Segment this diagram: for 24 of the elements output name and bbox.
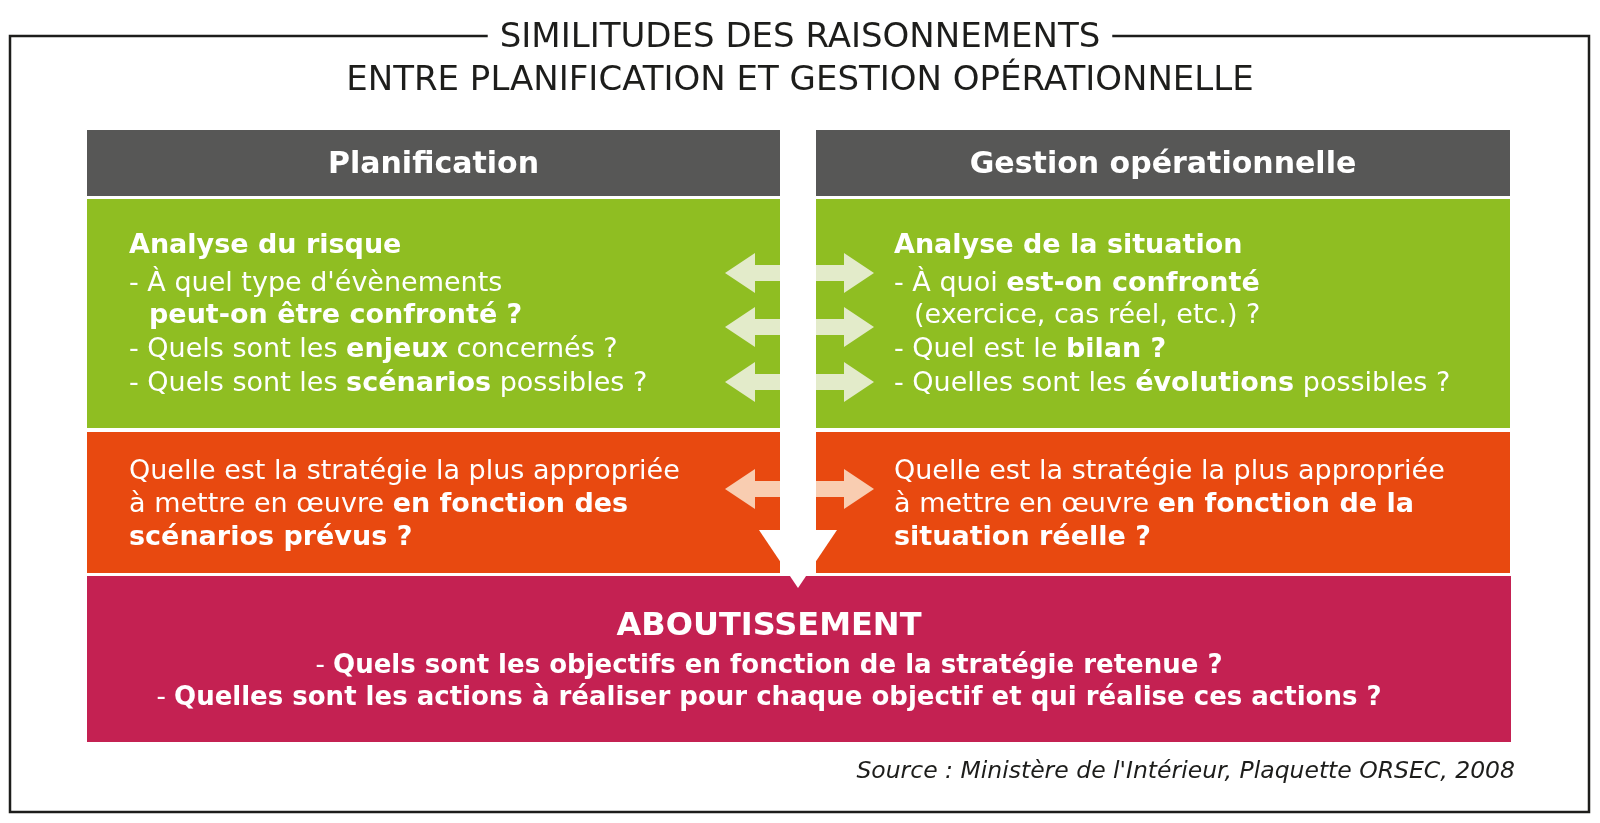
title: SIMILITUDES DES RAISONNEMENTS ENTRE PLANIFICATION ET GESTION OPÉRATIONNELLE <box>346 14 1254 100</box>
column-title: Planification <box>328 145 539 181</box>
column-header <box>816 130 1510 196</box>
question-text: - Quelles sont les évolutions possibles ? <box>894 366 1451 398</box>
section-heading: Analyse de la situation <box>894 228 1243 260</box>
strategy-panel <box>816 432 1510 573</box>
question-text: - À quoi est-on confronté (exercice, cas réel, etc.) ? <box>894 266 1262 330</box>
question-text: - À quel type d'évènements peut-on être confronté ? <box>129 266 524 330</box>
source-caption: Source : Ministère de l'Intérieur, Plaquette ORSEC, 2008 <box>856 755 1515 785</box>
question-text: - Quels sont les scénarios possibles ? <box>129 366 648 398</box>
column-title: Gestion opérationnelle <box>969 145 1357 181</box>
question-text: Quelle est la stratégie la plus appropriée à mettre en œuvre en fonction de la situation réelle ? <box>894 453 1446 552</box>
column-header <box>87 130 780 196</box>
objective-text: - Quels sont les objectifs en fonction de la stratégie retenue ? <box>315 648 1223 680</box>
question-text: - Quels sont les enjeux concernés ? <box>129 332 618 364</box>
question-panel <box>816 199 1510 428</box>
strategy-panel <box>87 432 780 573</box>
outcome-panel <box>87 576 1511 742</box>
section-heading: Analyse du risque <box>129 228 402 260</box>
objective-text: - Quelles sont les actions à réaliser pour chaque objectif et qui réalise ces actions ? <box>156 680 1382 712</box>
question-panel <box>87 199 780 428</box>
section-heading: ABOUTISSEMENT <box>616 604 922 644</box>
question-text: Quelle est la stratégie la plus appropriée à mettre en œuvre en fonction des scénarios prévus ? <box>129 453 681 552</box>
question-text: - Quel est le bilan ? <box>894 332 1167 364</box>
